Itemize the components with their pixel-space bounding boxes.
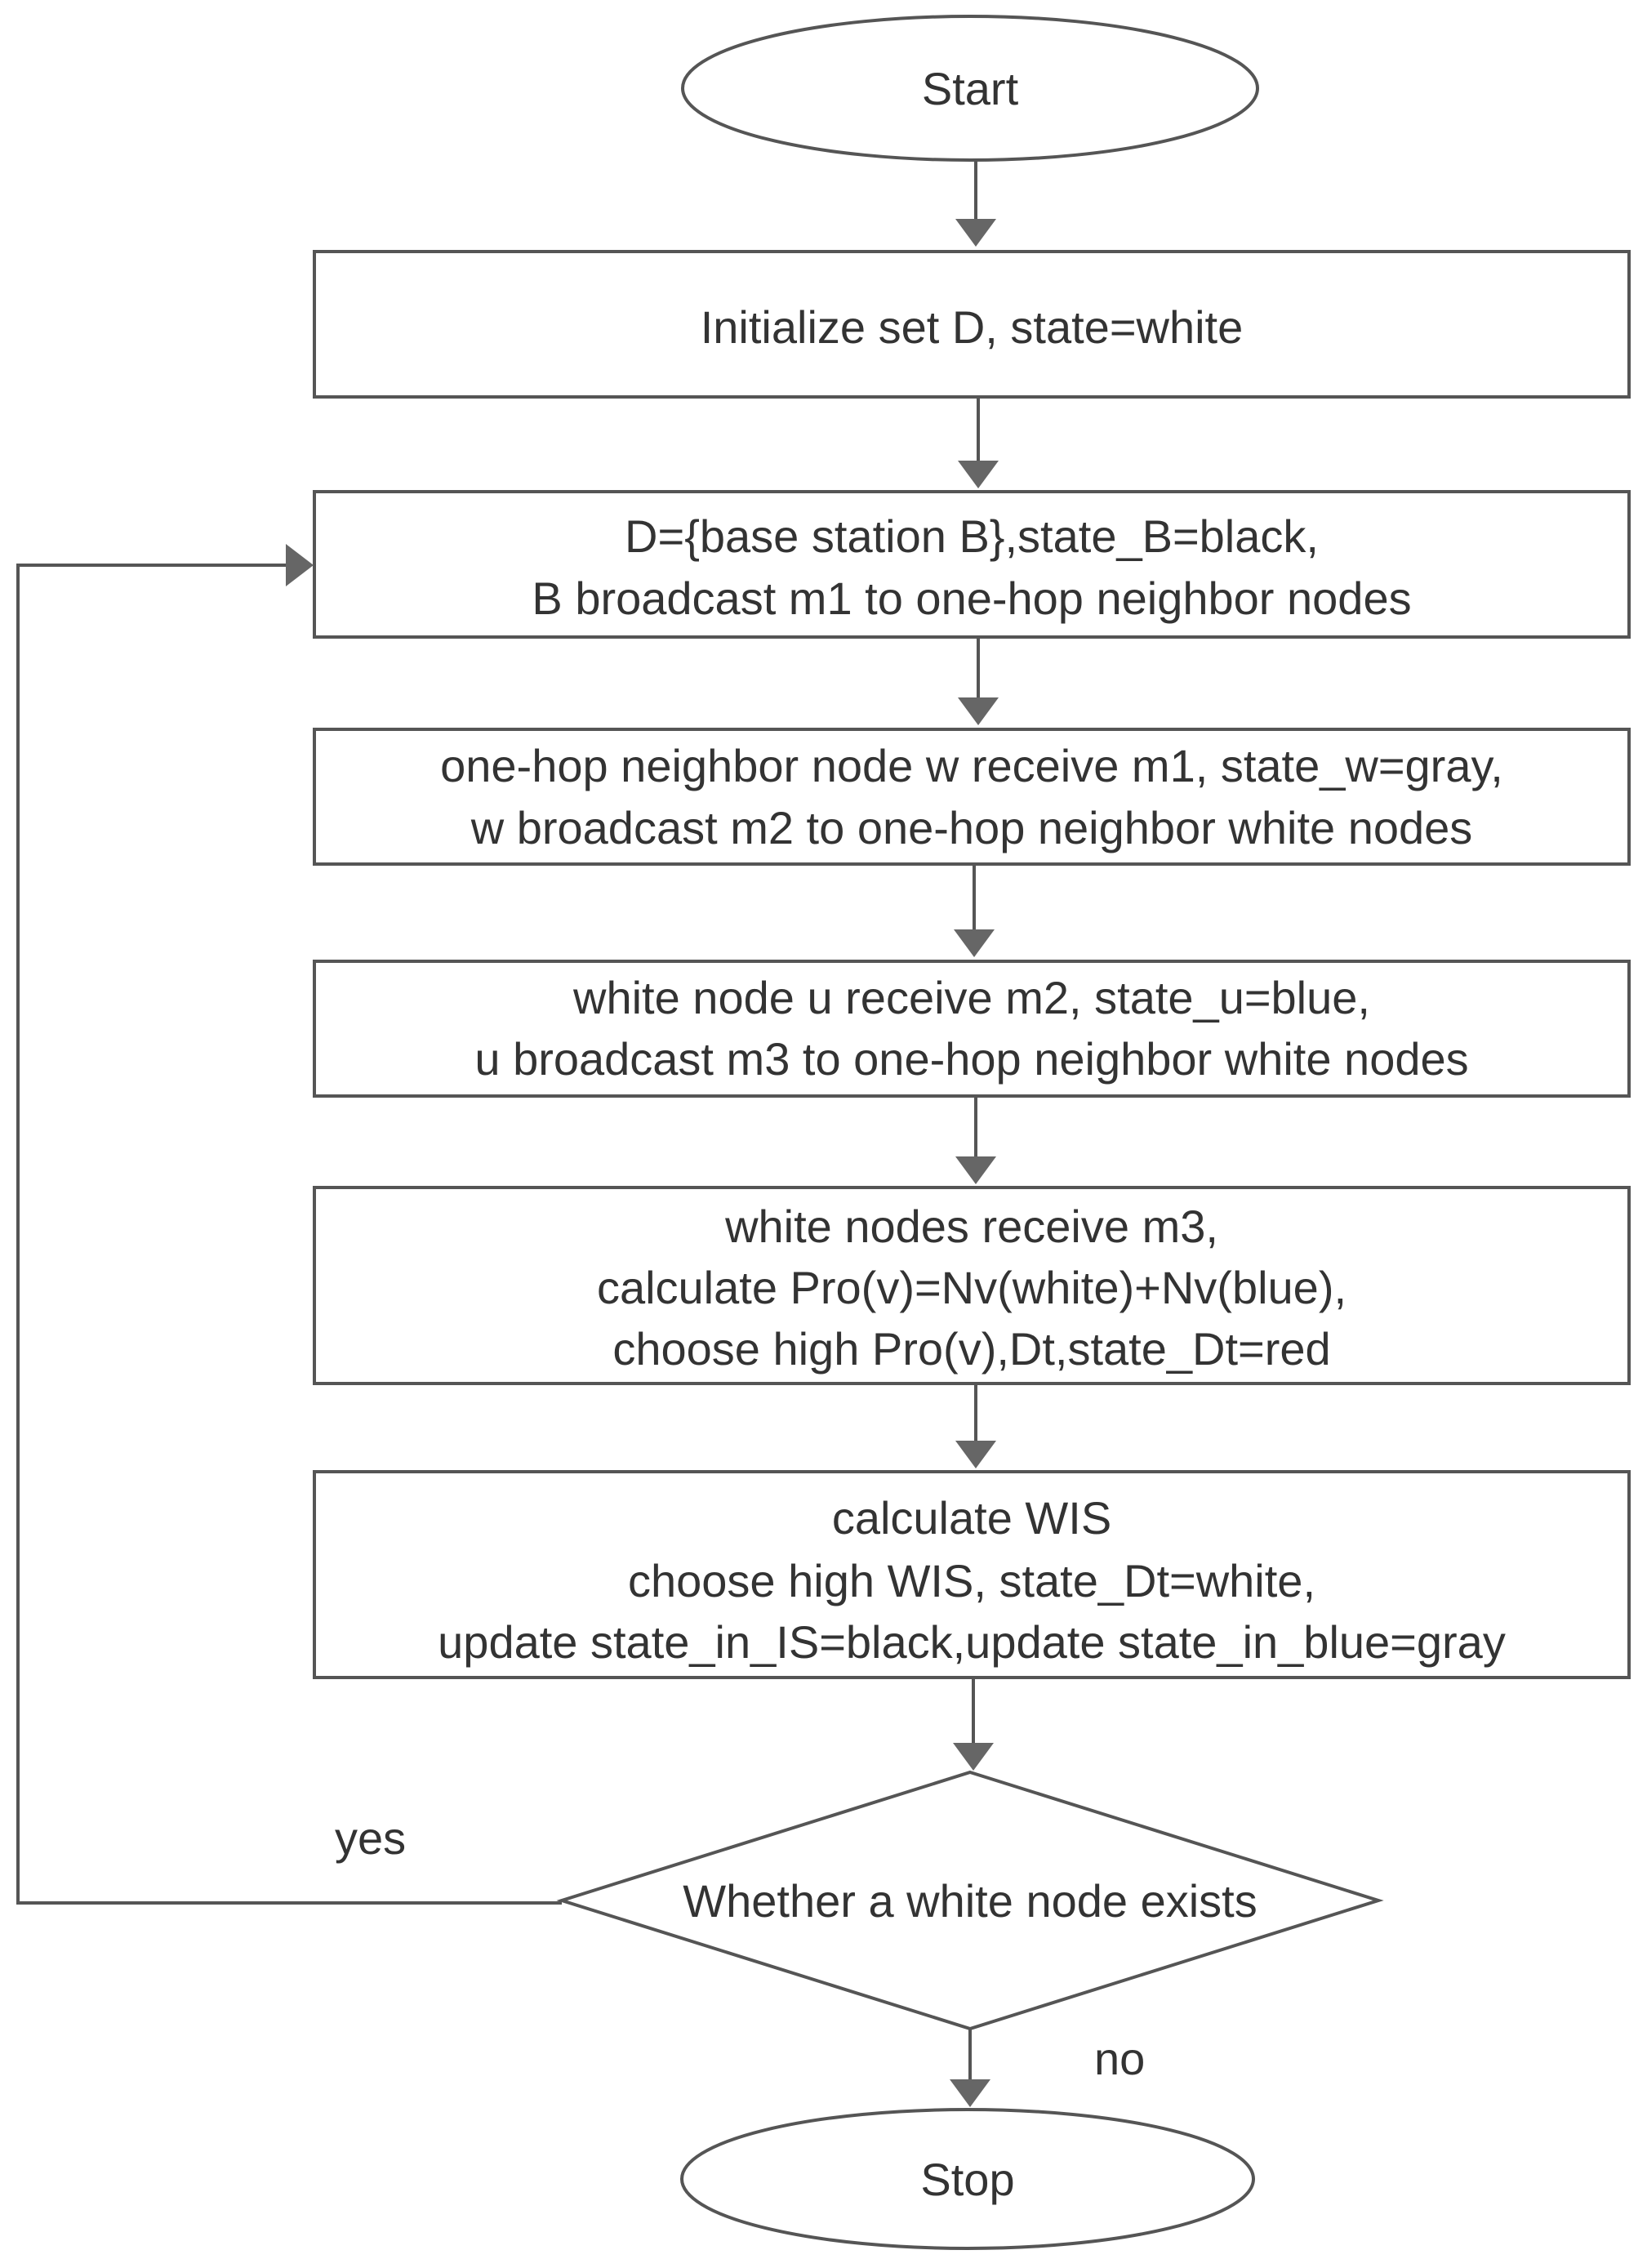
yes-label: yes xyxy=(335,1812,406,1864)
neighbor-node: one-hop neighbor node w receive m1, stat… xyxy=(313,728,1631,866)
start-node: Start xyxy=(681,15,1259,162)
arrow-wis-to-decision xyxy=(953,1678,994,1771)
base-station-node: D={base station B},state_B=black, B broa… xyxy=(313,490,1631,639)
stop-label: Stop xyxy=(920,2154,1014,2205)
arrow-white-to-calc xyxy=(955,1096,996,1184)
calculate-pro-line-3: choose high Pro(v),Dt,state_Dt=red xyxy=(612,1323,1330,1375)
base-station-line-1: D={base station B},state_B=black, xyxy=(625,510,1319,562)
base-station-line-2: B broadcast m1 to one-hop neighbor nodes xyxy=(532,573,1411,624)
arrow-neighbor-to-white xyxy=(954,864,995,957)
neighbor-line-2: w broadcast m2 to one-hop neighbor white… xyxy=(470,802,1473,853)
white-node: white node u receive m2, state_u=blue, u… xyxy=(313,960,1631,1098)
init-label: Initialize set D, state=white xyxy=(701,301,1244,353)
white-node-line-1: white node u receive m2, state_u=blue, xyxy=(572,972,1370,1023)
stop-node: Stop xyxy=(680,2108,1255,2250)
arrow-no-to-stop xyxy=(950,2029,990,2107)
arrow-init-to-base xyxy=(958,397,999,488)
neighbor-line-1: one-hop neighbor node w receive m1, stat… xyxy=(440,740,1503,791)
calculate-pro-line-1: white nodes receive m3, xyxy=(724,1201,1218,1252)
wis-line-2: choose high WIS, state_Dt=white, xyxy=(628,1555,1315,1606)
no-label: no xyxy=(1094,2033,1145,2084)
calculate-pro-node: white nodes receive m3, calculate Pro(v)… xyxy=(313,1186,1631,1385)
wis-line-3: update state_in_IS=black,update state_in… xyxy=(438,1616,1506,1668)
white-node-line-2: u broadcast m3 to one-hop neighbor white… xyxy=(474,1033,1468,1085)
init-node: Initialize set D, state=white xyxy=(313,250,1631,399)
wis-node: calculate WIS choose high WIS, state_Dt=… xyxy=(313,1470,1631,1679)
arrow-calc-to-wis xyxy=(955,1384,996,1468)
arrow-yes-loop xyxy=(16,544,562,1905)
arrow-base-to-neighbor xyxy=(958,637,999,725)
wis-line-1: calculate WIS xyxy=(832,1492,1111,1544)
calculate-pro-line-2: calculate Pro(v)=Nv(white)+Nv(blue), xyxy=(597,1262,1347,1313)
start-label: Start xyxy=(922,63,1019,114)
decision-label: Whether a white node exists xyxy=(683,1875,1257,1927)
decision-node: Whether a white node exists xyxy=(556,1770,1384,2031)
arrow-start-to-init xyxy=(955,160,996,247)
